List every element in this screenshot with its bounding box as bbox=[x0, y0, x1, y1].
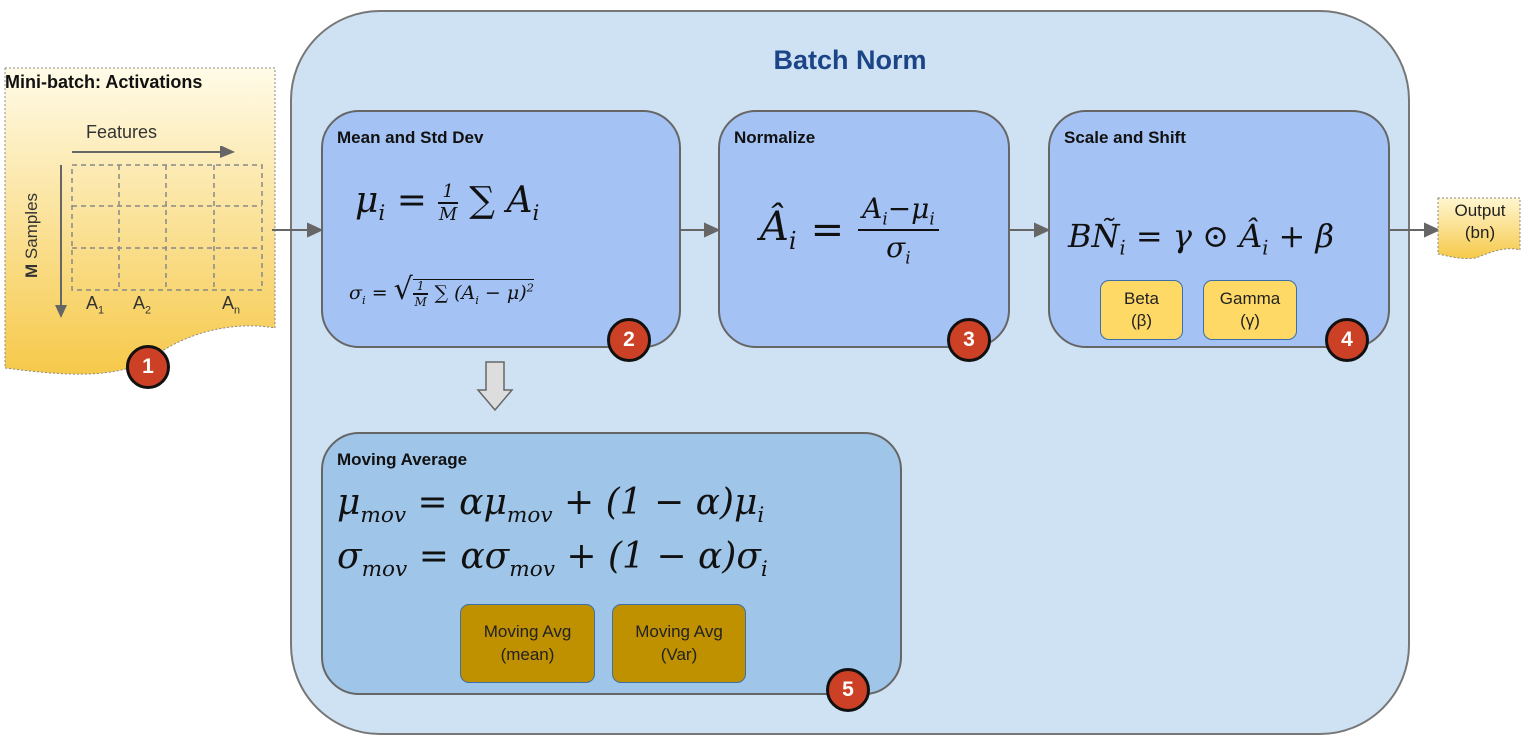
step-badge-4: 4 bbox=[1325, 318, 1369, 362]
col-a2: A2 bbox=[133, 293, 152, 317]
scale-shift-formula: BÑi = γ ⊙ Âi + β bbox=[1068, 217, 1334, 260]
beta-param: Beta(β) bbox=[1100, 280, 1183, 340]
moving-mean-formula: μmov = αμmov + (1 − α)μi bbox=[337, 482, 765, 529]
col-a1: A1 bbox=[86, 293, 105, 317]
moving-average-box: Moving Average μmov = αμmov + (1 − α)μi … bbox=[321, 432, 902, 695]
moving-average-title: Moving Average bbox=[337, 450, 468, 469]
features-label: Features bbox=[86, 122, 158, 142]
col-an: An bbox=[222, 293, 241, 317]
output-label: Output(bn) bbox=[1454, 201, 1506, 243]
moving-avg-var: Moving Avg(Var) bbox=[612, 604, 746, 683]
moving-avg-mean: Moving Avg(mean) bbox=[460, 604, 595, 683]
step-badge-2: 2 bbox=[607, 318, 651, 362]
gamma-param: Gamma(γ) bbox=[1203, 280, 1297, 340]
minibatch-title: Mini-batch: Activations bbox=[5, 72, 203, 92]
diagram-title: Batch Norm bbox=[773, 45, 927, 75]
mean-std-title: Mean and Std Dev bbox=[337, 128, 484, 147]
minibatch-shape bbox=[4, 67, 276, 375]
step-badge-5: 5 bbox=[826, 668, 870, 712]
normalize-title: Normalize bbox=[734, 128, 816, 147]
step-badge-3: 3 bbox=[947, 318, 991, 362]
output-shape bbox=[1437, 197, 1521, 259]
moving-var-formula: σmov = ασmov + (1 − α)σi bbox=[337, 536, 768, 583]
scale-shift-title: Scale and Shift bbox=[1064, 128, 1186, 147]
step-badge-1: 1 bbox=[126, 345, 170, 389]
